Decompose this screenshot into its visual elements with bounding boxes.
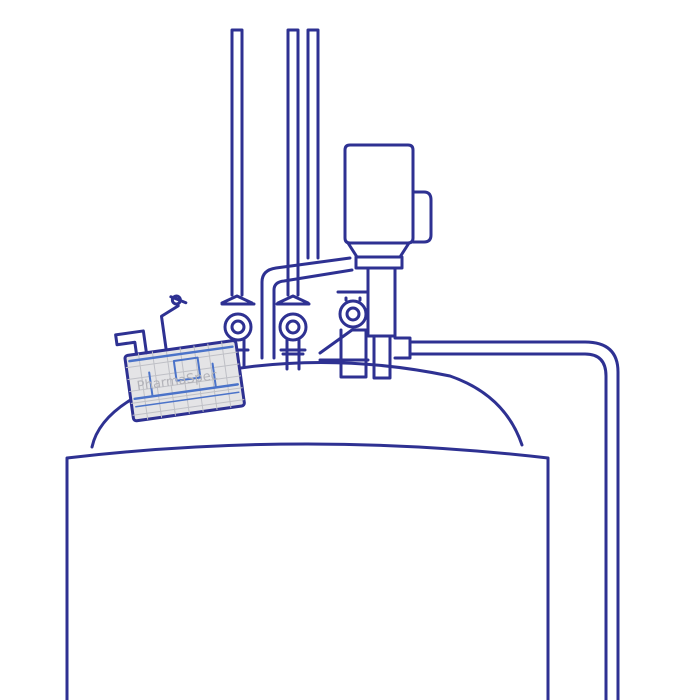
side-return-pipe xyxy=(393,336,620,700)
tube-middle xyxy=(276,28,320,305)
line-art: PharmaSpec xyxy=(65,28,620,700)
tilted-sensor-device: PharmaSpec xyxy=(114,294,246,423)
nozzle-middle xyxy=(275,302,311,371)
bypass-pipe xyxy=(260,256,354,360)
nozzle-right xyxy=(336,290,370,379)
agitator-drive xyxy=(318,143,433,380)
tube-left xyxy=(220,28,254,305)
dished-head xyxy=(90,360,524,449)
vessel-body xyxy=(65,442,550,700)
